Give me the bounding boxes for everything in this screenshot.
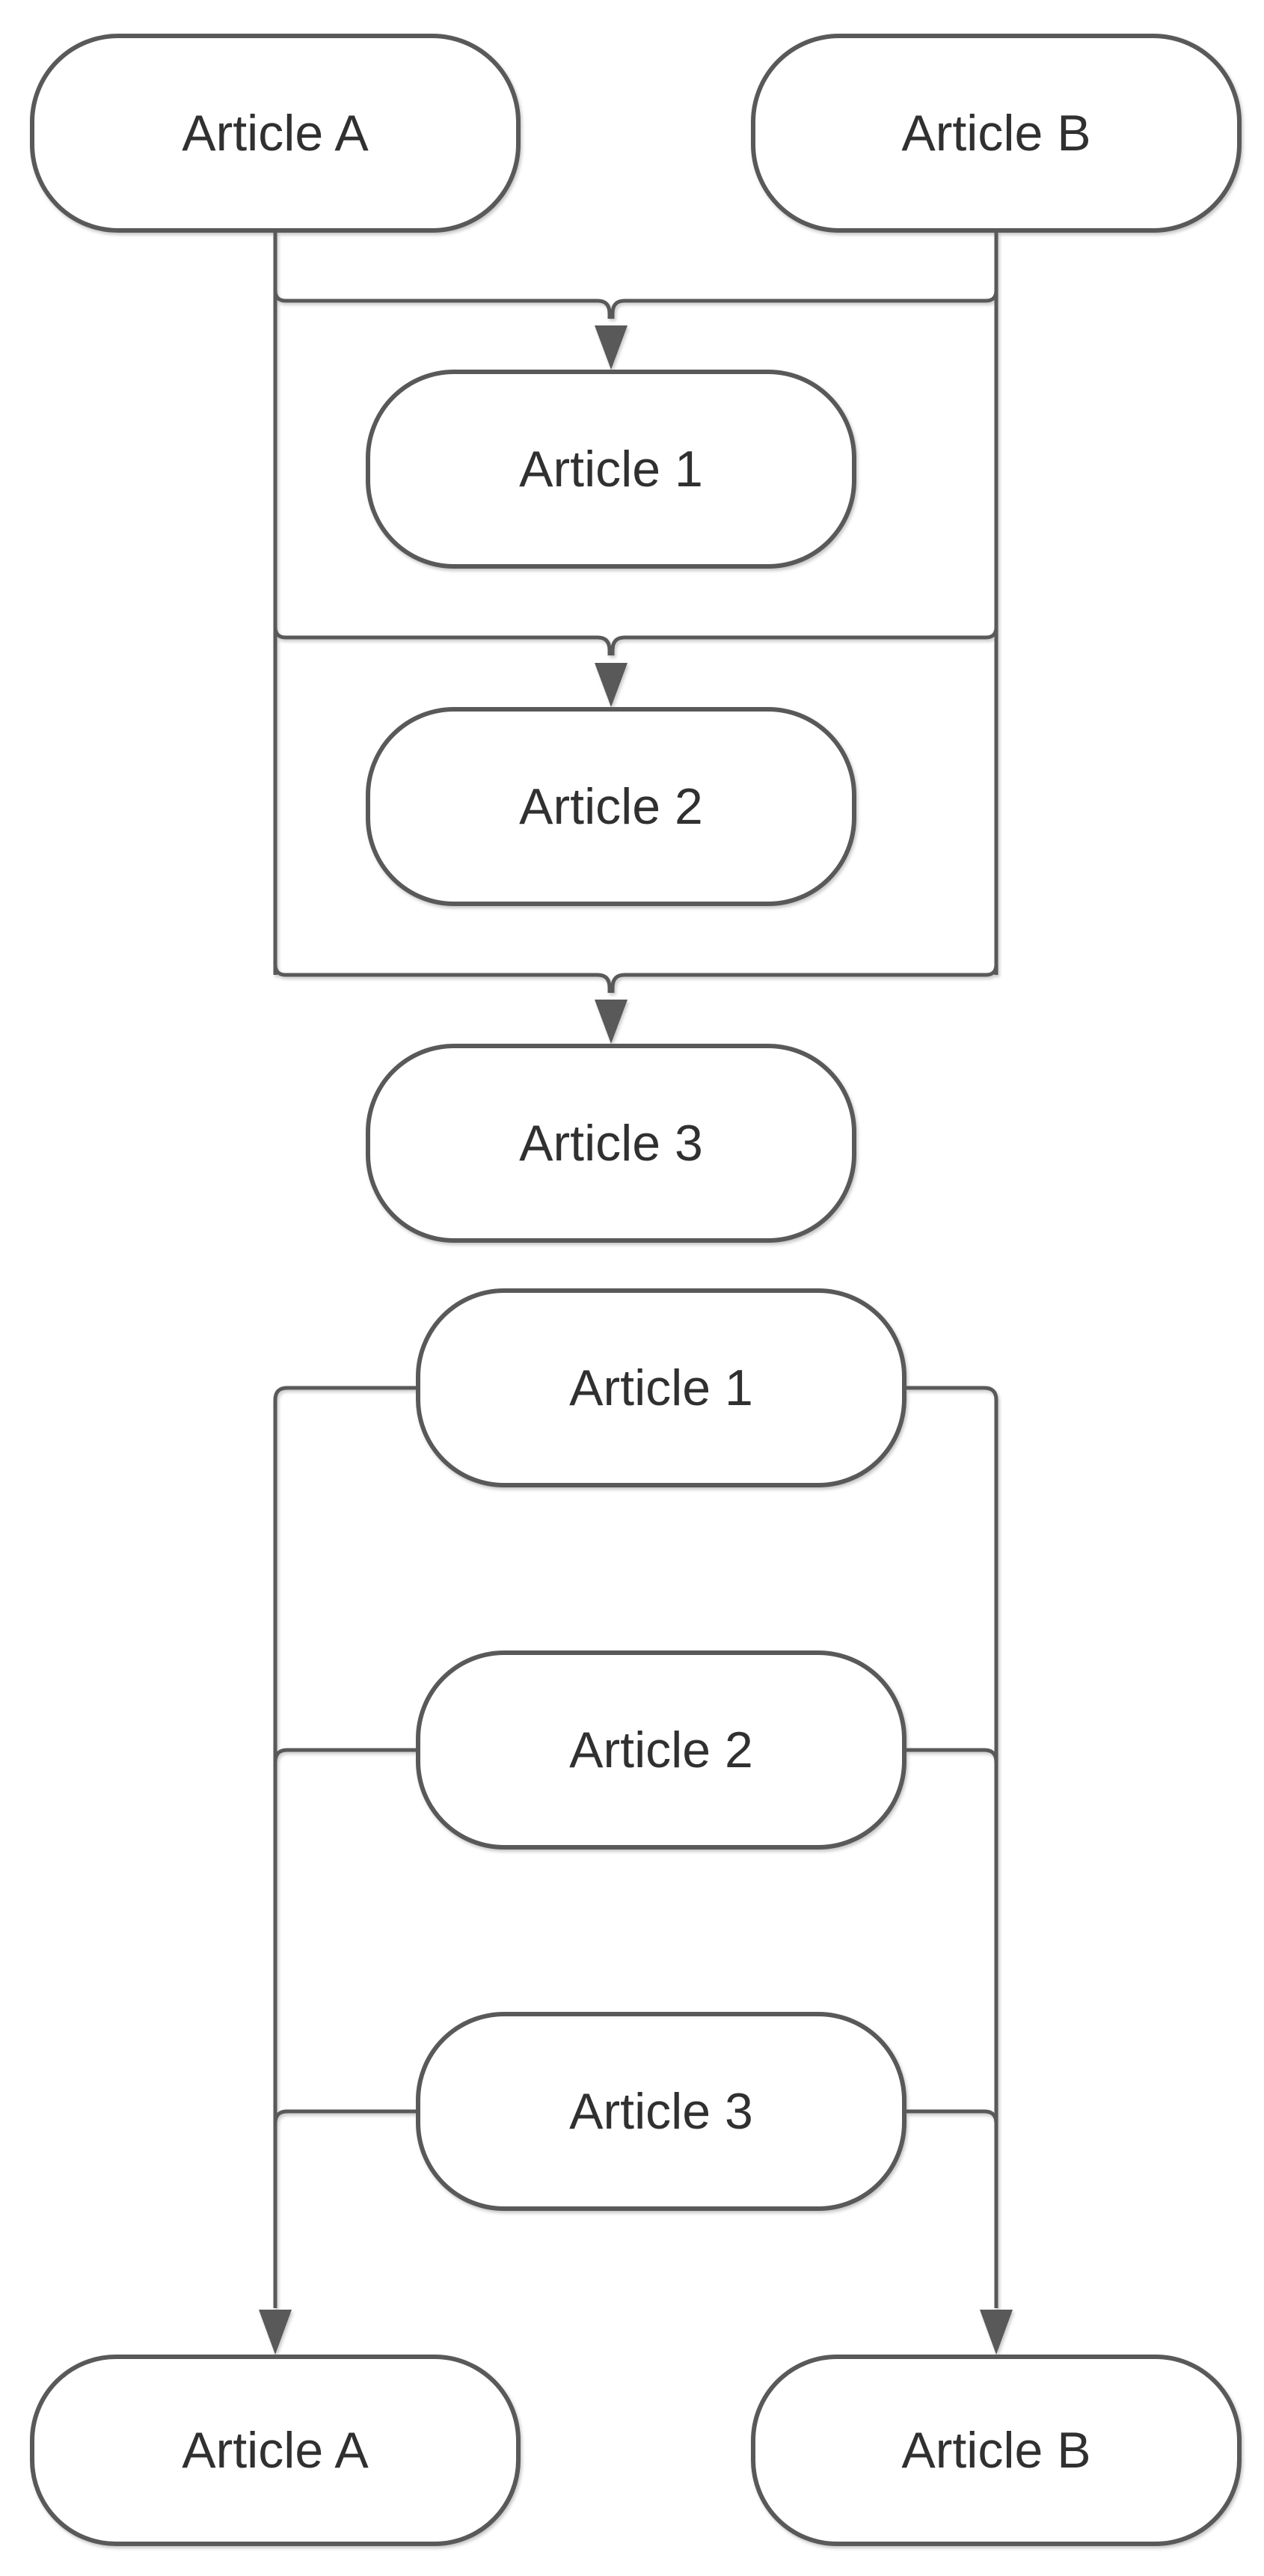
edge-bottom-article-3-left: [273, 2109, 418, 2124]
node-top-article-3-label: Article 3: [519, 1115, 703, 1172]
arrowhead-into-top-article-3: [595, 1000, 628, 1044]
arrowhead-into-bottom-article-b: [980, 2310, 1013, 2355]
node-bottom-article-b-label: Article B: [901, 2422, 1090, 2479]
node-top-article-1: Article 1: [366, 370, 856, 569]
edge-bottom-article-2-left: [273, 1748, 418, 1763]
node-bottom-article-2-label: Article 2: [569, 1722, 753, 1778]
edge-junction1-left: [273, 290, 612, 319]
node-bottom-article-1-label: Article 1: [569, 1359, 753, 1416]
edge-junction3-left: [273, 964, 612, 993]
node-bottom-article-2: Article 2: [416, 1650, 906, 1850]
node-bottom-article-1-shape: [416, 1288, 906, 1487]
edge-bottom-left-rail: [273, 1386, 418, 2308]
arrowhead-into-bottom-article-a: [259, 2310, 292, 2355]
node-bottom-article-a: Article A: [30, 2355, 521, 2546]
node-bottom-article-b: Article B: [751, 2355, 1242, 2546]
arrowhead-into-top-article-2: [595, 663, 628, 707]
node-bottom-article-2-shape: [416, 1650, 906, 1850]
node-top-article-a-label: Article A: [182, 105, 369, 162]
node-bottom-article-3-label: Article 3: [569, 2083, 753, 2140]
edge-bottom-article-3-right: [904, 2109, 998, 2124]
node-top-article-2-label: Article 2: [519, 778, 703, 835]
node-top-article-2: Article 2: [366, 707, 856, 906]
node-bottom-article-3: Article 3: [416, 2012, 906, 2211]
node-bottom-article-b-shape: [751, 2355, 1242, 2546]
diagram-layer: Article A Article B Article 1 Article 2 …: [30, 34, 1242, 2546]
node-top-article-b-shape: [751, 34, 1242, 233]
edge-junction1-right: [610, 290, 998, 319]
node-top-article-a: Article A: [30, 34, 521, 233]
edge-bottom-article-2-right: [904, 1748, 998, 1763]
node-top-article-1-label: Article 1: [519, 441, 703, 498]
edge-junction2-left: [273, 626, 612, 655]
node-top-article-3: Article 3: [366, 1044, 856, 1243]
edge-bottom-right-rail: [904, 1386, 998, 2308]
node-bottom-article-1: Article 1: [416, 1288, 906, 1487]
node-top-article-1-shape: [366, 370, 856, 569]
node-top-article-a-shape: [30, 34, 521, 233]
node-bottom-article-3-shape: [416, 2012, 906, 2211]
node-top-article-3-shape: [366, 1044, 856, 1243]
arrowhead-into-top-article-1: [595, 325, 628, 370]
node-bottom-article-a-shape: [30, 2355, 521, 2546]
edge-junction2-right: [610, 626, 998, 655]
node-top-article-b: Article B: [751, 34, 1242, 233]
node-top-article-2-shape: [366, 707, 856, 906]
node-top-article-b-label: Article B: [901, 105, 1090, 162]
edge-junction3-right: [610, 964, 998, 993]
node-bottom-article-a-label: Article A: [182, 2422, 369, 2479]
